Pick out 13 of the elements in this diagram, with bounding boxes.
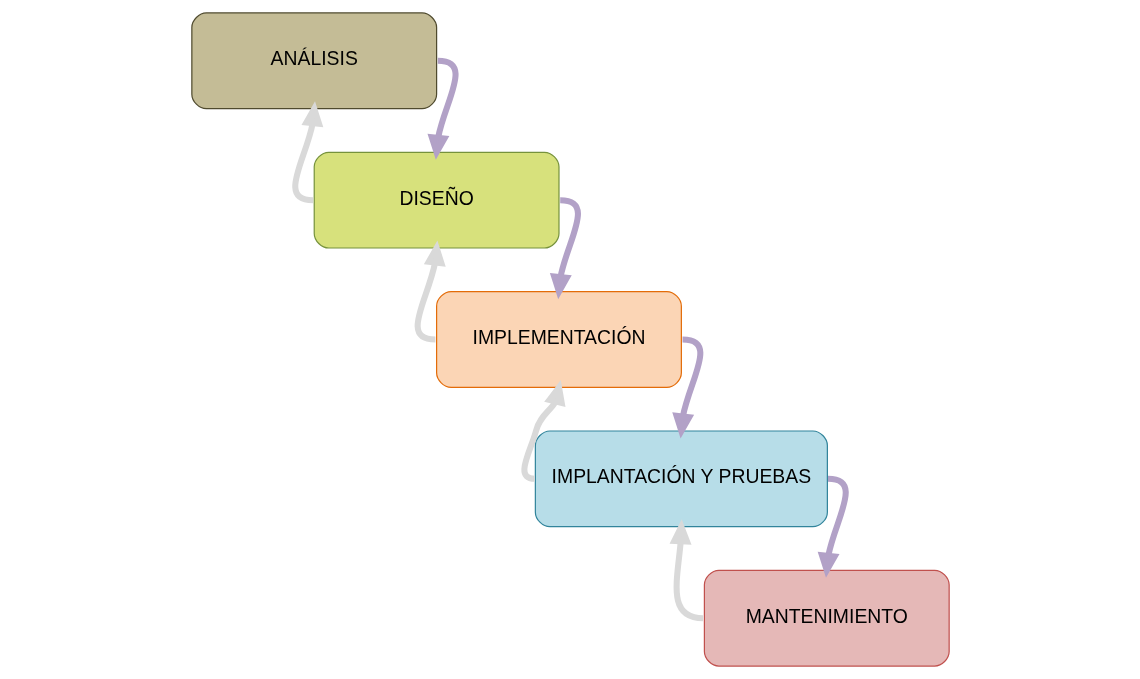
arrow xyxy=(549,197,581,300)
node-box: ANÁLISIS xyxy=(190,12,437,110)
arrow xyxy=(414,240,446,343)
arrow xyxy=(520,380,565,482)
arrow xyxy=(427,57,458,160)
node-box: MANTENIMIENTO xyxy=(703,569,950,667)
node-box: DISEÑO xyxy=(313,151,560,249)
node-box: IMPLANTACIÓN Y PRUEBAS xyxy=(534,430,828,528)
arrow xyxy=(817,475,849,578)
node-box: IMPLEMENTACIÓN xyxy=(435,291,682,388)
arrow xyxy=(669,519,703,622)
arrow xyxy=(291,101,323,204)
arrow xyxy=(671,336,703,439)
